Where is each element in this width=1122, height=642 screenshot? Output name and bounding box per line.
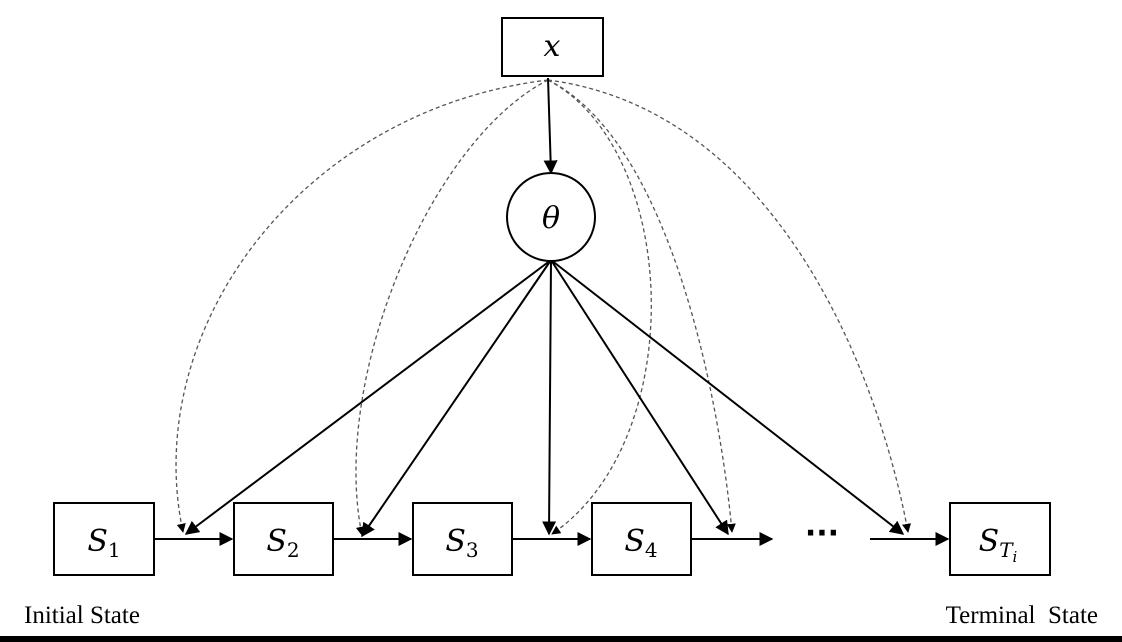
ellipsis-label: ···	[805, 516, 839, 551]
dashed-edge-x-st	[547, 79, 911, 533]
dashed-edge-x-s3	[547, 79, 652, 535]
node-st-sub: T	[999, 538, 1014, 562]
node-s4: S4	[591, 502, 692, 576]
dashed-edge-x-s1	[175, 79, 549, 533]
edge-theta-s2	[361, 259, 552, 538]
node-s4-sub: 4	[645, 538, 658, 562]
node-st: STi	[949, 502, 1051, 576]
svg-text:S4: S4	[624, 524, 657, 562]
initial-state-label: Initial State	[24, 602, 140, 629]
node-s4-base: S	[624, 524, 645, 559]
node-s1-base: S	[87, 524, 108, 559]
bottom-rule	[0, 636, 1122, 642]
edge-theta-s3	[542, 259, 557, 536]
node-x-label: x	[544, 29, 561, 64]
node-x: x	[501, 17, 604, 77]
dashed-edge-x-s2	[355, 79, 549, 536]
node-s2-sub: 2	[287, 538, 300, 562]
terminal-state-label: Terminal State	[946, 602, 1098, 629]
node-theta-label: θ	[542, 201, 560, 236]
dashed-edge-x-s4	[547, 79, 736, 533]
svg-text:S1: S1	[87, 524, 120, 562]
node-s2: S2	[233, 502, 334, 576]
solid-edges	[154, 77, 950, 546]
svg-text:S2: S2	[266, 524, 299, 562]
node-st-base: S	[979, 524, 1000, 559]
node-s2-base: S	[266, 524, 287, 559]
svg-text:STi: STi	[979, 524, 1018, 566]
node-s3-base: S	[445, 524, 466, 559]
node-s1-sub: 1	[108, 538, 121, 562]
dashed-edges	[175, 79, 911, 536]
edge-theta-st	[550, 259, 905, 535]
node-theta: θ	[506, 172, 596, 262]
node-s3: S3	[412, 502, 513, 576]
node-st-subsub: i	[1013, 548, 1018, 566]
svg-text:S3: S3	[445, 524, 478, 562]
node-s3-sub: 3	[466, 538, 479, 562]
ellipsis: ···	[805, 516, 839, 551]
edge-x-theta	[543, 77, 558, 175]
node-s1: S1	[53, 502, 155, 576]
edge-theta-s4	[550, 259, 729, 536]
edge-theta-s1	[184, 259, 552, 535]
